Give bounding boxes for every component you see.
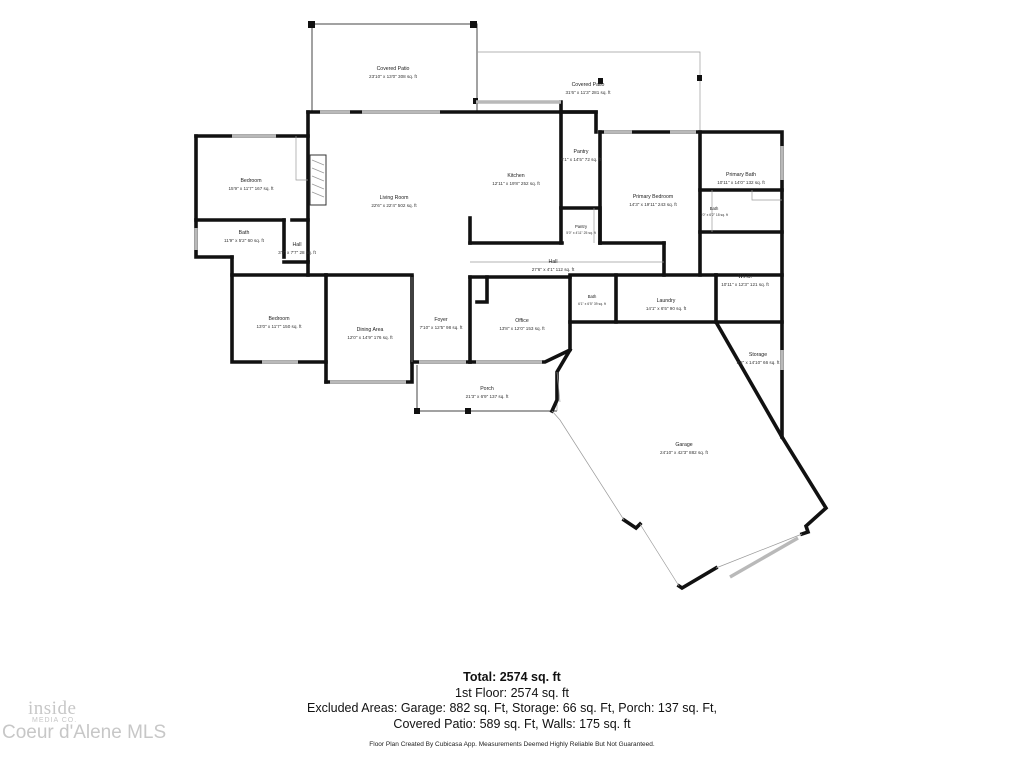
covered-patio-2-dims: 31'6" x 11'3" 281 sq. ft [565,90,611,95]
bedroom-1-dims: 15'9" x 11'7" 167 sq. ft [228,186,274,191]
hall-2-dims: 27'6" x 4'1" 112 sq. ft [532,267,575,272]
covered-patio-1-name: Covered Patio [377,66,410,72]
foyer-name: Foyer [434,317,448,323]
bedroom-2-dims: 13'0" x 11'7" 150 sq. ft [256,324,302,329]
storage-dims: 8'8" x 14'10" 66 sq. ft [737,360,781,365]
pantry-2-name: Pantry [575,224,588,229]
room-labels: Covered Patio 23'10" x 13'0" 308 sq. ft … [224,66,780,455]
kitchen-name: Kitchen [507,173,524,179]
excluded-areas-line-1: Excluded Areas: Garage: 882 sq. Ft, Stor… [307,701,717,715]
pantry-1-name: Pantry [574,149,589,155]
dining-area-name: Dining Area [357,327,384,333]
total-area: Total: 2574 sq. ft [463,670,561,684]
hall-1-dims: 3'8" x 7'7" 28 sq. ft [278,250,316,255]
office-name: Office [515,318,529,324]
credit-note: Floor Plan Created By Cubicasa App. Meas… [369,741,655,748]
storage-name: Storage [749,352,767,358]
garage-dims: 24'10" x 42'3" 882 sq. ft [660,450,709,455]
living-room-name: Living Room [380,195,409,201]
bath-1-dims: 11'9" x 5'2" 60 sq. ft [224,238,265,243]
porch-name: Porch [480,386,494,392]
office-dims: 13'8" x 12'0" 153 sq. ft [499,326,545,331]
bath-small-name: Bath [710,206,719,211]
pantry-2-dims: 5'0" x 4'11" 25 sq. ft [566,231,596,235]
area-summary: Total: 2574 sq. ft 1st Floor: 2574 sq. f… [262,670,762,732]
bath-2-dims: 6'1" x 6'5" 39 sq. ft [578,302,606,306]
primary-bath-name: Primary Bath [726,172,756,178]
bath-1-name: Bath [239,230,250,236]
windows [194,100,799,579]
interior-details [295,136,782,403]
living-room-dims: 22'6" x 22'4" 502 sq. ft [371,203,417,208]
foyer-dims: 7'10" x 12'5" 98 sq. ft [420,325,464,330]
laundry-dims: 14'1" x 6'5" 90 sq. ft [646,306,687,311]
logo-line-3: Coeur d'Alene MLS [2,722,167,743]
primary-bath-dims: 10'11" x 14'0" 132 sq. ft [717,180,765,185]
primary-bedroom-dims: 14'3" x 19'11" 243 sq. ft [629,202,677,207]
hall-1-name: Hall [293,242,302,248]
floor-area: 1st Floor: 2574 sq. ft [455,685,569,700]
covered-patio-outlines [308,21,702,130]
covered-patio-2-name: Covered Patio [572,82,605,88]
porch-dims: 21'3" x 6'9" 137 sq. ft [466,394,510,399]
primary-bedroom-name: Primary Bedroom [633,194,673,200]
wic-dims: 10'11" x 12'3" 121 sq. ft [721,282,769,287]
hall-2-name: Hall [549,259,558,265]
bath-2-name: Bath [588,294,597,299]
garage-outline [551,410,803,587]
laundry-name: Laundry [657,298,676,304]
bedroom-1-name: Bedroom [240,178,261,184]
fireplace [309,154,327,206]
floor-plan: Covered Patio 23'10" x 13'0" 308 sq. ft … [194,21,829,591]
pantry-1-dims: 5'1" x 14'5" 72 sq. ft [561,157,602,162]
dining-area-dims: 12'0" x 14'9" 176 sq. ft [347,335,393,340]
kitchen-dims: 12'11" x 19'8" 252 sq. ft [492,181,540,186]
wic-name: W.I.C. [738,274,752,280]
excluded-areas-line-2: Covered Patio: 589 sq. Ft, Walls: 175 sq… [393,716,631,731]
logo-line-1: inside [28,698,77,719]
logo-line-2: MEDIA CO. [32,717,78,724]
bedroom-2-name: Bedroom [268,316,289,322]
bath-small-dims: 3'0" x 6'2" 18 sq. ft [700,213,728,217]
covered-patio-1-dims: 23'10" x 13'0" 308 sq. ft [369,74,418,79]
garage-name: Garage [675,442,692,448]
